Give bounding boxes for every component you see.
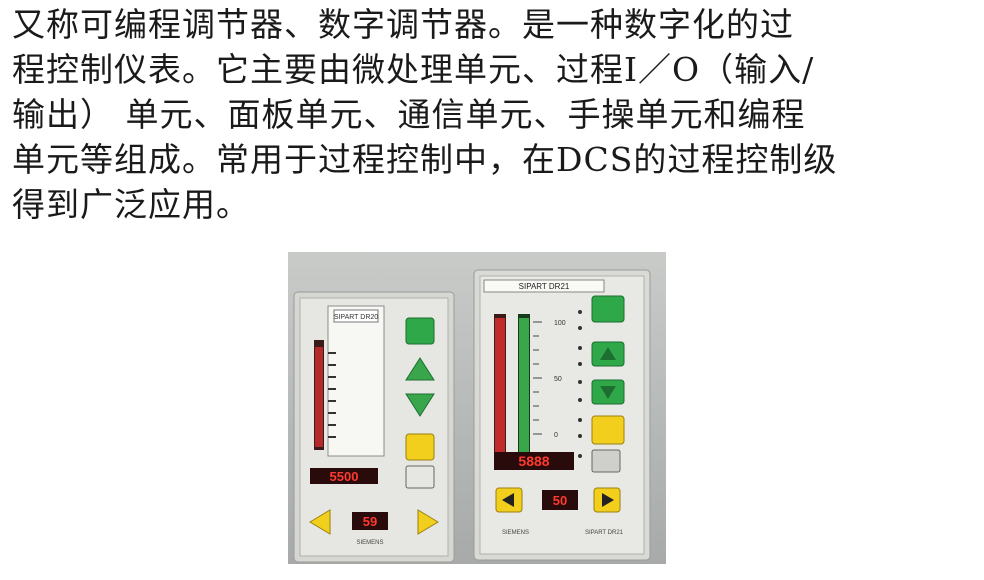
- paragraph-line-4: 单元等组成。常用于过程控制中，在DCS的过程控制级: [12, 140, 838, 179]
- right-brand: SIEMENS: [502, 530, 529, 536]
- right-next-arrow-icon: [602, 493, 614, 507]
- right-yellow-button: [591, 415, 625, 445]
- left-down-arrow-icon: [405, 393, 435, 417]
- left-yellow-button: [405, 433, 435, 461]
- left-next-arrow-icon: [417, 509, 439, 535]
- paragraph-line-1: 又称可编程调节器、数字调节器。是一种数字化的过: [12, 5, 794, 44]
- left-controller: SIPART DR20 5500 59 SIEMENS: [293, 291, 455, 563]
- left-nameplate: SIPART DR20: [334, 314, 378, 321]
- right-green-button: [591, 295, 625, 323]
- paragraph-line-2: 程控制仪表。它主要由微处理单元、过程I／O（输入/: [12, 50, 815, 89]
- paragraph-line-3: 输出） 单元、面板单元、通信单元、手操单元和编程: [12, 95, 806, 134]
- right-display-lower: 50: [553, 493, 567, 508]
- left-brand: SIEMENS: [356, 540, 383, 546]
- paragraph-line-5: 得到广泛应用。: [12, 185, 250, 224]
- left-green-button: [405, 317, 435, 345]
- left-display-lower: 59: [363, 514, 377, 529]
- right-prev-arrow-icon: [502, 493, 514, 507]
- left-display-upper: 5500: [330, 469, 359, 484]
- controller-illustration: SIPART DR20 5500 59 SIEMENS: [293, 269, 651, 563]
- right-scale-label-100: 100: [554, 320, 566, 327]
- left-prev-arrow-icon: [309, 509, 331, 535]
- right-scale-label-50: 50: [554, 376, 562, 383]
- left-up-arrow-icon: [405, 357, 435, 381]
- right-model: SIPART DR21: [585, 530, 624, 536]
- right-scale-label-0: 0: [554, 432, 558, 439]
- right-display-upper: 5888: [518, 453, 549, 469]
- description-paragraph: 又称可编程调节器、数字调节器。是一种数字化的过 程控制仪表。它主要由微处理单元、…: [12, 2, 962, 227]
- right-controller: SIPART DR21 100 50 0: [473, 269, 651, 561]
- controller-photo: SIPART DR20 5500 59 SIEMENS: [288, 252, 666, 564]
- right-nameplate: SIPART DR21: [519, 282, 570, 291]
